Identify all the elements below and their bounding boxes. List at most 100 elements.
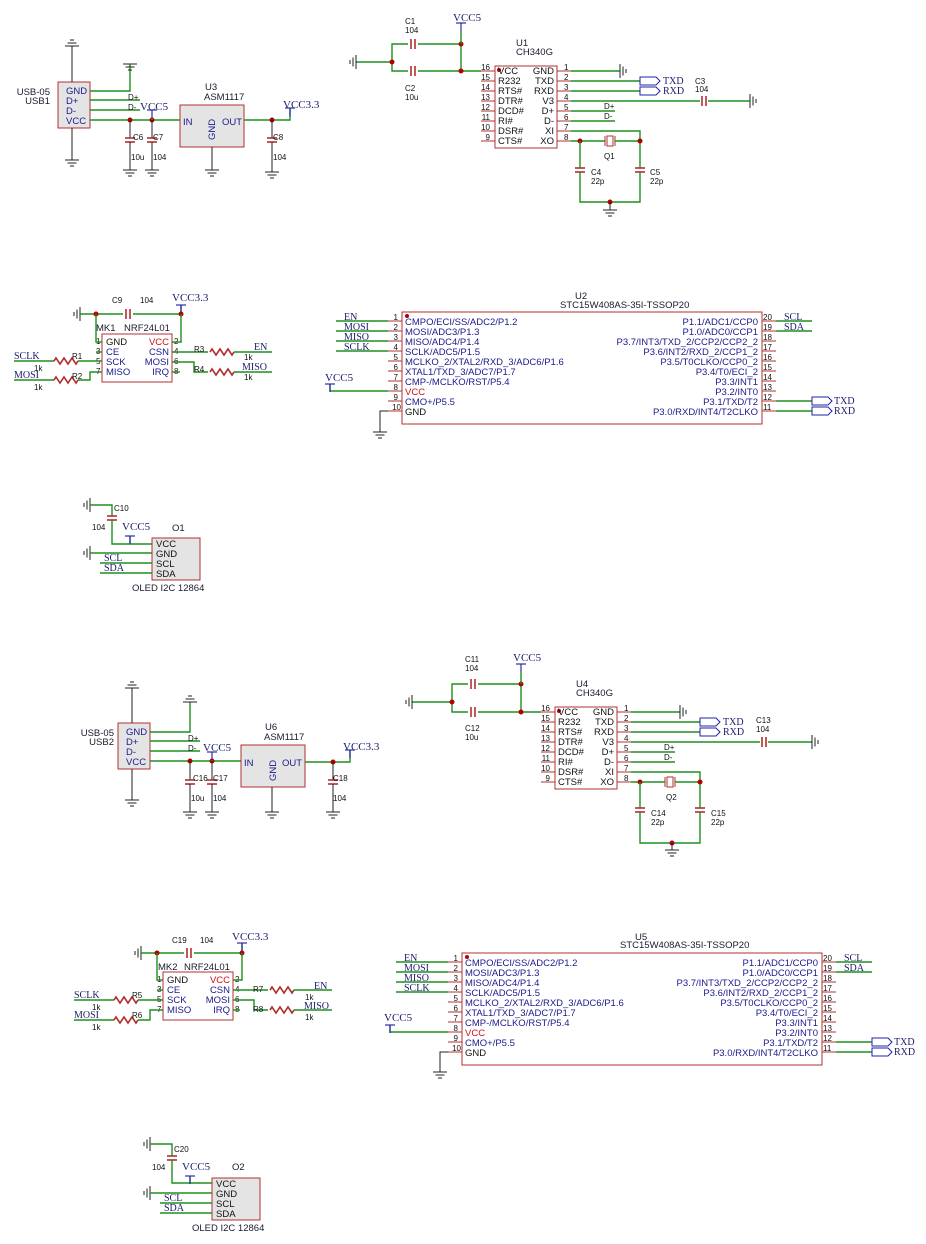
net-label-sda: SDA [844,963,865,974]
pin-number: 12 [541,744,550,753]
usb-pin-vcc: VCC [66,116,86,127]
pin-name: DTR# [498,96,524,107]
block-b: USB-05 USB2 GND D+ D- VCC D+ D- VCC5 C16… [74,652,915,1234]
net-label-txd: TXD [894,1037,915,1048]
cap-ref: C17 [213,774,228,783]
pin-name: SDA [216,1209,236,1220]
pin-name: VCC [405,387,425,398]
res-ref: R4 [194,365,205,374]
pin-name: GND [533,66,554,77]
cap-ref: C15 [711,809,726,818]
cap-value: 10u [191,794,204,803]
cap-value: 104 [200,936,214,945]
cap-value: 22p [711,818,725,827]
oled-ref: O1 [172,523,185,534]
pin-name: P3.5/T0CLKO/CCP0_2 [720,998,818,1009]
pin-name: XTAL1/TXD_3/ADC7/P1.7 [405,367,516,378]
pin-name: SCL [216,1199,234,1210]
net-label-en: EN [254,342,267,353]
pin-number: 6 [394,363,399,372]
cap-value: 22p [651,818,665,827]
pin-name: DSR# [558,767,584,778]
net-label-sclk: SCLK [404,983,430,994]
ldo-pin-gnd: GND [268,760,279,781]
net-label-sclk: SCLK [74,990,100,1001]
ldo-regulator: U3 ASM1117 IN GND OUT [179,82,245,148]
net-label-txd: TXD [723,717,744,728]
cap-value: 104 [695,85,709,94]
pin-name: MISO [106,367,130,378]
ch340-right-pins: 1 2 3 4 5 6 7 8 GND TXD RXD V3 D+ D- XI … [593,704,631,788]
usb-pin-dm: D- [126,747,136,758]
pin-number: 7 [394,373,399,382]
pin-number: 5 [454,994,459,1003]
cap-value: 104 [153,153,167,162]
pin-name: CTS# [558,777,583,788]
pin-number: 12 [823,1034,832,1043]
usb-connector: USB-05 USB1 GND D+ D- VCC [17,81,91,129]
pin-number: 7 [454,1014,459,1023]
net-label-mosi: MOSI [404,963,429,974]
pin-name: MOSI [145,357,169,368]
cap-value: 104 [333,794,347,803]
pin-number: 18 [763,333,772,342]
pin-number: 2 [624,714,629,723]
mcu-chip: U5 STC15W408AS-35I-TSSOP20 [461,932,823,1066]
pin-name: P1.1/ADC1/CCP0 [682,317,758,328]
cap-value: 104 [405,26,419,35]
pin-name: DCD# [498,106,525,117]
pin-number: 16 [481,63,490,72]
pin-name: XO [600,777,614,788]
net-label-dm: D- [604,112,613,121]
res-ref: R3 [194,345,205,354]
pin-name: GND [593,707,614,718]
pin-name: XO [540,136,554,147]
ldo-ref: U3 [205,82,217,93]
pin-name: CMP-/MCLKO/RST/P5.4 [465,1018,570,1029]
usb-value: USB-05 [17,87,50,98]
pin-name: XI [605,767,614,778]
power-label-vcc5: VCC5 [325,372,354,384]
pin-name: CTS# [498,136,523,147]
res-value: 1k [34,364,43,373]
pin-number: 14 [481,83,490,92]
chip-value: CH340G [576,688,613,699]
mcu-right-pins: 20 19 18 17 16 15 14 13 12 11 P1.1/ADC1/… [616,313,776,418]
pin-name: D+ [602,747,615,758]
net-label-dp: D+ [604,102,615,111]
pin-name: VCC [465,1028,485,1039]
pin-name: R232 [558,717,581,728]
mcu-right-pins: 20 19 18 17 16 15 14 13 12 11 P1.1/ADC1/… [676,954,836,1059]
pin-name: GND [167,975,188,986]
power-label-vcc5: VCC5 [384,1012,413,1024]
usb-pin-dm: D- [66,106,76,117]
ldo-pin-gnd: GND [207,119,218,140]
pin-number: 19 [763,323,772,332]
power-label-vcc5: VCC5 [182,1161,211,1173]
net-label-mosi: MOSI [344,322,369,333]
pin-name: SCK [106,357,126,368]
pin-number: 6 [454,1004,459,1013]
pin-name: P3.6/INT2/RXD_2/CCP1_2 [703,988,818,999]
pin-name: SCK [167,995,187,1006]
pin-number: 11 [482,113,491,122]
pin-name: GND [156,549,177,560]
pin-name: GND [465,1048,486,1059]
usb-connector: USB-05 USB2 GND D+ D- VCC [81,722,151,770]
pin-name: GND [216,1189,237,1200]
pin-number: 4 [394,343,399,352]
pin-number: 13 [823,1024,832,1033]
power-label-vcc5: VCC5 [203,742,232,754]
net-label-miso: MISO [304,1001,329,1012]
pin-number: 7 [624,764,629,773]
net-label-mosi: MOSI [14,370,39,381]
net-label-miso: MISO [404,973,429,984]
ldo-value: ASM1117 [264,732,304,743]
net-label-sda: SDA [784,322,805,333]
pin-name: MISO/ADC4/P1.4 [465,978,539,989]
cap-ref: C6 [133,133,144,142]
cap-value: 104 [213,794,227,803]
cap-ref: C5 [650,168,661,177]
pin-number: 10 [541,764,550,773]
power-label-vcc33: VCC3.3 [232,931,269,943]
